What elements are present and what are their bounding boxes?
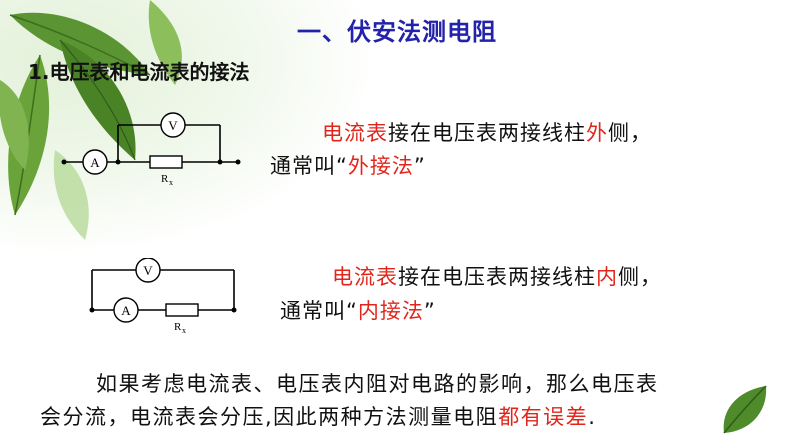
leaf-icon — [723, 385, 767, 434]
section-subtitle: 1.电压表和电流表的接法 — [28, 60, 250, 84]
leaf-icon — [0, 80, 29, 170]
resistor-subscript: x — [169, 178, 173, 187]
text-inside: 内 — [596, 265, 618, 289]
text-plain: 侧， — [608, 121, 652, 145]
text-ammeter: 电流表 — [332, 265, 398, 289]
text-plain: 通常叫“ — [270, 154, 348, 178]
circuit-internal-connection: V A R x — [89, 258, 237, 335]
external-line-2: 通常叫“外接法” — [270, 150, 426, 180]
resistor-label: R — [161, 173, 169, 185]
text-internal-method: 内接法 — [357, 299, 424, 323]
internal-line-1: 电流表接在电压表两接线柱内侧， — [332, 261, 662, 291]
voltmeter-label: V — [143, 263, 153, 278]
leaf-decoration-bottom-right — [723, 385, 767, 434]
ammeter-label: A — [121, 303, 131, 318]
text-plain: 会分流，电流表会分压,因此两种方法测量电阻 — [40, 405, 499, 429]
circuit-external-connection: A V R x — [61, 112, 241, 187]
internal-line-2: 通常叫“内接法” — [280, 295, 436, 325]
ammeter-label: A — [90, 155, 100, 170]
ammeter-symbol: A — [113, 297, 139, 323]
leaf-decoration-top-left — [0, 0, 182, 240]
text-plain: 通常叫“ — [280, 299, 358, 323]
text-plain: 接在电压表两接线柱 — [388, 121, 586, 145]
conclusion-line-1: 如果考虑电流表、电压表内阻对电路的影响，那么电压表 — [96, 372, 659, 396]
voltmeter-symbol: V — [160, 112, 186, 138]
resistor-symbol: R x — [165, 303, 199, 335]
external-line-1: 电流表接在电压表两接线柱外侧， — [322, 117, 652, 147]
text-outside: 外 — [586, 121, 608, 145]
text-both-have-error: 都有误差 — [498, 405, 589, 429]
text-quote: ” — [413, 154, 426, 178]
text-period: . — [588, 405, 597, 429]
text-plain: 侧， — [618, 265, 662, 289]
conclusion-line-2: 会分流，电流表会分压,因此两种方法测量电阻都有误差. — [40, 401, 596, 431]
resistor-subscript: x — [182, 326, 186, 335]
text-quote: ” — [423, 299, 436, 323]
page-title: 一、伏安法测电阻 — [297, 18, 497, 46]
voltmeter-symbol: V — [135, 258, 161, 283]
leaf-icon — [9, 12, 151, 76]
ammeter-symbol: A — [82, 149, 108, 175]
text-external-method: 外接法 — [347, 154, 414, 178]
resistor-symbol: R x — [149, 155, 183, 187]
text-plain: 接在电压表两接线柱 — [398, 265, 596, 289]
text-ammeter: 电流表 — [322, 121, 388, 145]
resistor-label: R — [174, 321, 182, 333]
leaf-icon — [148, 0, 182, 85]
leaf-icon — [59, 39, 136, 161]
voltmeter-label: V — [168, 118, 178, 133]
leaf-icon — [53, 150, 89, 240]
